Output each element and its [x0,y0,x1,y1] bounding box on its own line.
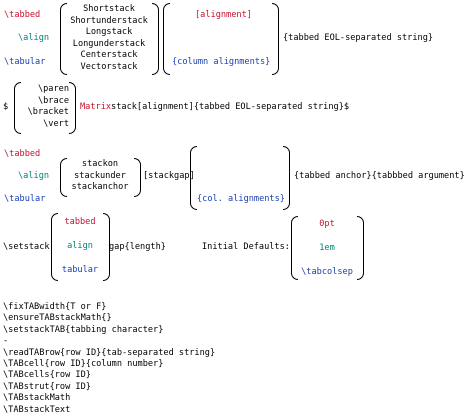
right-brace [152,3,159,75]
left-item-align: \align [18,33,50,43]
variant-longstack: Longstack [85,27,133,37]
command-item: \fixTABwidth{T or F} [3,302,107,312]
alignment-option: [alignment] [195,10,252,20]
left-item-align: \align [18,171,50,181]
left-brace [51,213,58,281]
left-item-tabbed: \tabbed [4,149,41,159]
left-item-tabbed: \tabbed [4,10,41,20]
stackon-list: stackon stackunder stackanchor [66,160,134,195]
command-item: \TABstrut{row ID} [3,381,91,392]
command-item: \TABstackMath [3,393,71,404]
command-item: \TABcells{row ID} [3,370,91,381]
matrix-word: Matrix [80,102,112,112]
stack-stackanchor: stackanchor [71,182,129,192]
left-brace [163,3,170,75]
defaults-list: 0pt 1em \tabcolsep [297,220,357,292]
left-item-tabular: \tabular [4,194,46,204]
stack-stackunder: stackunder [74,170,126,181]
right-brace [357,216,364,280]
anchor-arguments: {tabbed anchor}{tabbbed argument} [294,171,465,181]
tabbed-string-argument: {tabbed EOL-separated string} [283,33,434,43]
left-brace [291,216,298,280]
left-brace [60,158,67,197]
command-item: \ensureTABstackMath{} [3,313,112,324]
initial-defaults-label: Initial Defaults: [202,242,290,252]
math-dollar: $ [3,102,9,112]
command-item: \setstackTAB{tabbing character} [3,324,164,335]
delimiter-paren: \paren [37,84,69,94]
variant-shortunderstack: Shortunderstack [70,15,148,26]
delimiter-brace: \brace [37,95,69,106]
setstack-tabbed: tabbed [64,217,96,227]
right-brace [134,158,141,197]
right-brace [69,82,76,134]
command-item: \TABstackText [3,404,71,415]
delimiter-list: \paren \brace \bracket \vert [21,85,69,131]
setstack-align: align [67,241,93,251]
variant-vectorstack: Vectorstack [80,61,138,72]
column-alignments-option: {column alignments} [172,57,271,67]
setstack-list: tabbed align tabular [57,218,103,290]
delimiter-vert: \vert [43,118,69,129]
left-brace [190,146,197,210]
command-separator: - [3,336,9,347]
default-align-gap: 1em [319,243,335,253]
stackgap-option: [stackgap] [143,171,195,181]
left-item-tabular: \tabular [4,57,46,67]
setstack-tabular: tabular [61,265,99,275]
matrixstack-arguments: stack[alignment]{tabbed EOL-separated st… [111,102,350,112]
variant-shortstack: Shortstack [83,4,135,14]
stack-stackon: stackon [81,159,119,169]
default-stackgap: 0pt [319,219,335,229]
left-brace [14,82,21,134]
left-brace [60,3,67,75]
command-item: \readTABrow{row ID}{tab-separated string… [3,347,216,358]
variant-centerstack: Centerstack [80,50,138,60]
variant-longunderstack: Longunderstack [72,38,146,49]
stack-variant-list: Shortstack Shortunderstack Longstack Lon… [66,5,152,74]
gap-length-argument: gap{length} [109,242,166,252]
setstack-command: \setstack [3,242,50,252]
delimiter-bracket: \bracket [27,107,69,117]
default-tabcolsep: \tabcolsep [301,267,353,277]
right-brace [272,3,279,75]
col-alignments-option: {col. alignments} [197,194,285,204]
right-brace [283,146,290,210]
command-item: \TABcell{row ID}{column number} [3,359,164,370]
matrixstack-command: Matrixstack[alignment]{tabbed EOL-separa… [80,103,349,112]
command-list: \fixTABwidth{T or F} \ensureTABstackMath… [3,302,215,416]
